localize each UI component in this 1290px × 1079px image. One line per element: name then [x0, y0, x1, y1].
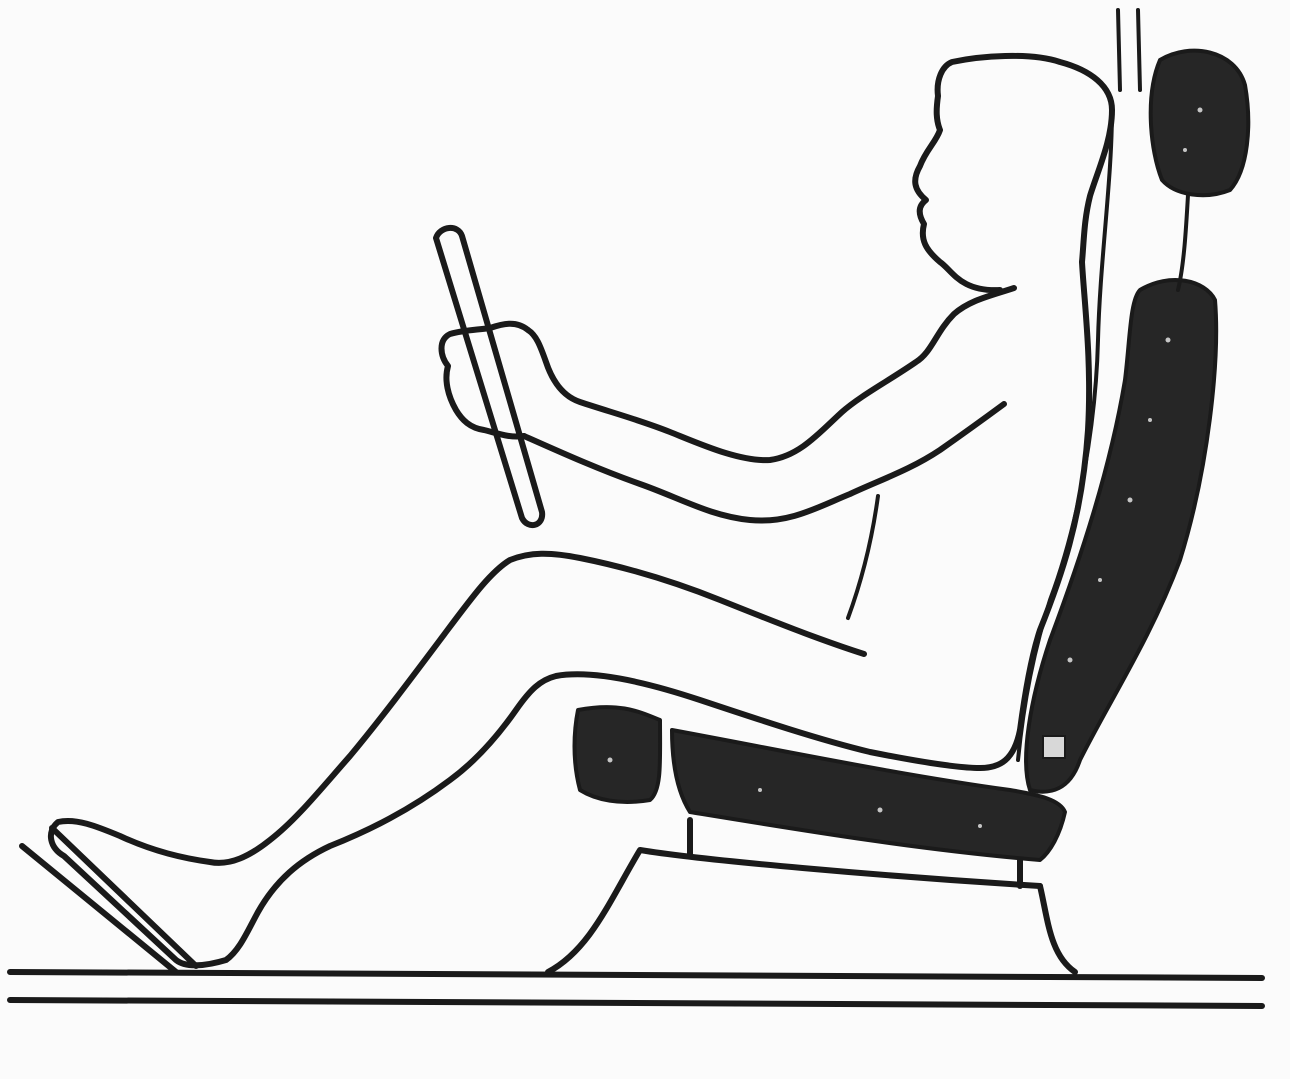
floor [10, 972, 1262, 1006]
steering-wheel [436, 228, 542, 525]
seat-adjust-knob [1043, 736, 1065, 758]
seat-back [1026, 280, 1216, 792]
seat-cushion [575, 707, 1066, 860]
